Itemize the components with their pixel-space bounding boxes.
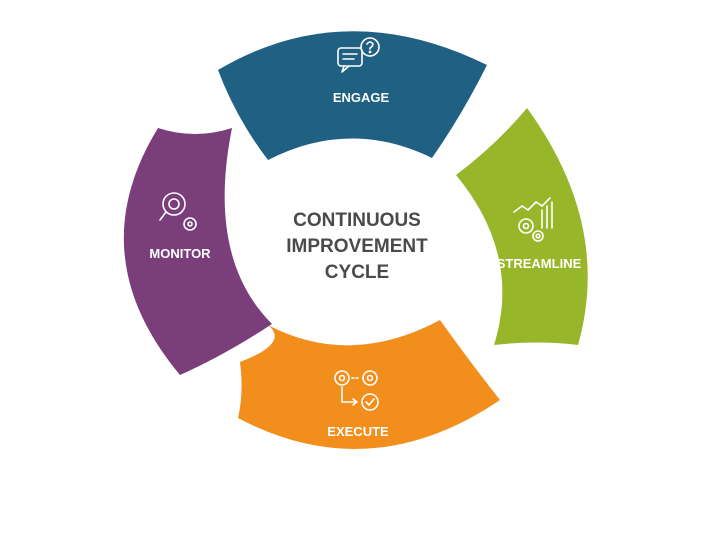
magnifier-gear-icon — [159, 192, 197, 231]
segment-streamline-label: STREAMLINE — [497, 256, 582, 271]
segment-streamline-shape — [456, 108, 588, 345]
segment-execute: EXECUTE — [238, 320, 500, 450]
segment-engage-shape — [218, 31, 487, 161]
center-title-line-3: CYCLE — [325, 262, 389, 283]
segment-execute-label: EXECUTE — [327, 424, 389, 439]
gears-flow-icon — [334, 370, 379, 411]
segment-monitor-label: MONITOR — [149, 246, 211, 261]
center-title-line-1: CONTINUOUS — [293, 210, 421, 231]
center-title: CONTINUOUS IMPROVEMENT CYCLE — [286, 210, 428, 283]
center-title-line-2: IMPROVEMENT — [286, 236, 428, 257]
segment-streamline: STREAMLINE — [456, 108, 588, 345]
segment-monitor: MONITOR — [123, 128, 272, 375]
segment-engage: ENGAGE — [218, 31, 487, 161]
chat-question-icon — [337, 37, 380, 73]
segment-engage-label: ENGAGE — [333, 90, 390, 105]
gears-chart-icon — [513, 197, 553, 242]
segment-monitor-shape — [123, 128, 272, 375]
